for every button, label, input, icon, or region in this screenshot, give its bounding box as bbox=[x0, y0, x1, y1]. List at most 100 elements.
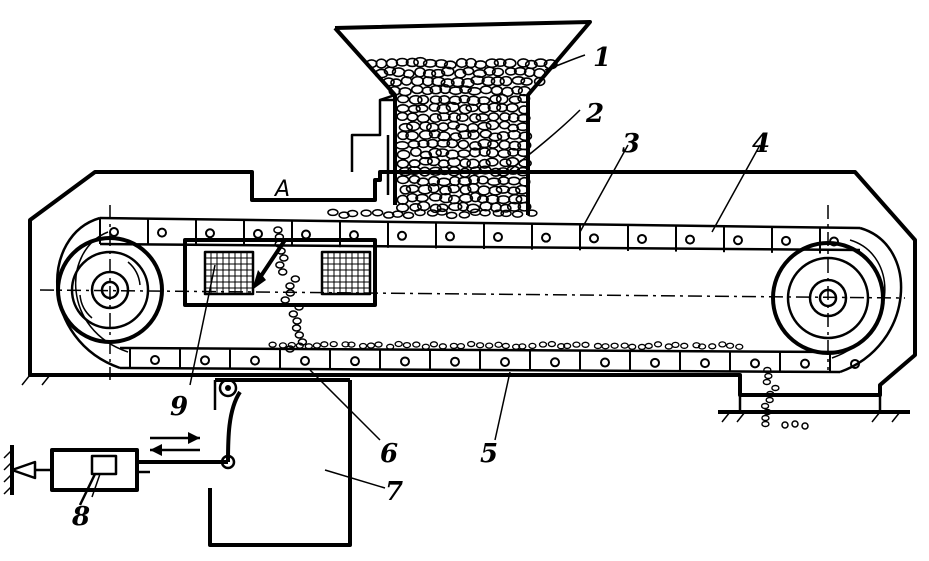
pebble bbox=[360, 209, 372, 217]
pebble bbox=[486, 147, 499, 159]
particle bbox=[801, 422, 809, 430]
pebble bbox=[391, 210, 404, 218]
pebble bbox=[443, 60, 457, 70]
pebble bbox=[409, 147, 422, 157]
pebble bbox=[481, 76, 496, 87]
particle bbox=[268, 341, 277, 348]
slat-pin bbox=[200, 355, 210, 366]
pebble bbox=[493, 58, 507, 68]
pebble bbox=[468, 141, 482, 151]
pebble bbox=[439, 192, 453, 204]
particle bbox=[760, 402, 770, 410]
pebble bbox=[375, 58, 388, 69]
pebble bbox=[421, 76, 434, 87]
pebble bbox=[496, 103, 509, 113]
slat-pin bbox=[205, 228, 215, 239]
slat-pin bbox=[589, 233, 599, 244]
pebble bbox=[478, 158, 491, 169]
pebble bbox=[533, 76, 546, 87]
particle bbox=[763, 366, 772, 374]
pebble bbox=[415, 104, 429, 113]
pebble bbox=[497, 148, 512, 159]
particle bbox=[501, 342, 510, 350]
pebble bbox=[485, 157, 499, 167]
particle bbox=[467, 340, 476, 348]
slat-pin bbox=[541, 232, 551, 243]
pebble bbox=[486, 177, 502, 187]
pebble bbox=[499, 203, 512, 213]
pebble bbox=[406, 121, 421, 132]
particle bbox=[449, 342, 459, 350]
pebble bbox=[399, 184, 412, 195]
label-2-material: 2 bbox=[585, 99, 604, 129]
pebble bbox=[448, 95, 462, 106]
particle bbox=[291, 324, 302, 332]
label-7-chute-box: 7 bbox=[385, 477, 403, 507]
particle bbox=[538, 341, 548, 348]
pebble bbox=[428, 192, 443, 202]
particle bbox=[285, 345, 295, 353]
pebble bbox=[440, 78, 455, 88]
pebble bbox=[396, 94, 410, 104]
pebble bbox=[511, 210, 524, 218]
slat-pin bbox=[800, 358, 810, 369]
pebble bbox=[462, 66, 475, 76]
pebble bbox=[398, 166, 413, 177]
pebble bbox=[492, 209, 505, 217]
pebble bbox=[405, 130, 419, 141]
slat-pin bbox=[250, 355, 260, 366]
pebble bbox=[477, 185, 491, 196]
pebble bbox=[458, 94, 471, 104]
slat-pin bbox=[445, 231, 455, 242]
pebble bbox=[417, 184, 433, 195]
pebble bbox=[459, 85, 472, 95]
pebble bbox=[434, 59, 449, 69]
pebble bbox=[445, 211, 458, 220]
pebble bbox=[422, 58, 438, 68]
label-3-upper-belt: 3 bbox=[622, 129, 640, 159]
pebble bbox=[458, 211, 471, 219]
pebble bbox=[516, 113, 531, 123]
pebble bbox=[395, 202, 410, 213]
pebble bbox=[526, 209, 538, 217]
section-label-a: A bbox=[273, 177, 290, 202]
particle bbox=[297, 338, 308, 346]
pebble bbox=[397, 130, 409, 141]
particle bbox=[320, 341, 329, 348]
pebble bbox=[508, 95, 522, 105]
pebble bbox=[487, 102, 502, 113]
pebble bbox=[448, 202, 463, 212]
particle bbox=[718, 341, 727, 348]
particle bbox=[285, 289, 296, 297]
pebble bbox=[413, 56, 428, 68]
pebble bbox=[516, 148, 531, 158]
pebble bbox=[402, 211, 415, 220]
pebble bbox=[490, 76, 505, 87]
pebble bbox=[396, 175, 410, 185]
particle bbox=[294, 331, 305, 339]
pebble bbox=[508, 140, 522, 151]
particle bbox=[653, 341, 663, 348]
pebble bbox=[414, 208, 426, 217]
pebble bbox=[499, 75, 513, 87]
slat-pin bbox=[157, 227, 167, 238]
pebble bbox=[508, 193, 523, 205]
lower-material bbox=[268, 340, 744, 351]
pebble bbox=[516, 58, 530, 68]
pebble bbox=[439, 185, 452, 196]
particle bbox=[547, 340, 557, 348]
slat-pin bbox=[550, 357, 560, 368]
pebble bbox=[448, 86, 463, 96]
particle bbox=[765, 390, 775, 398]
pebble bbox=[507, 176, 521, 186]
particle bbox=[456, 343, 466, 350]
discharge-material bbox=[760, 366, 809, 430]
pebble bbox=[416, 113, 430, 124]
particle bbox=[671, 341, 680, 349]
pebble bbox=[395, 57, 409, 67]
particle bbox=[511, 343, 521, 350]
particle bbox=[761, 414, 770, 422]
slat-pin bbox=[733, 235, 743, 246]
pebble bbox=[513, 66, 527, 76]
pebble bbox=[406, 112, 419, 122]
